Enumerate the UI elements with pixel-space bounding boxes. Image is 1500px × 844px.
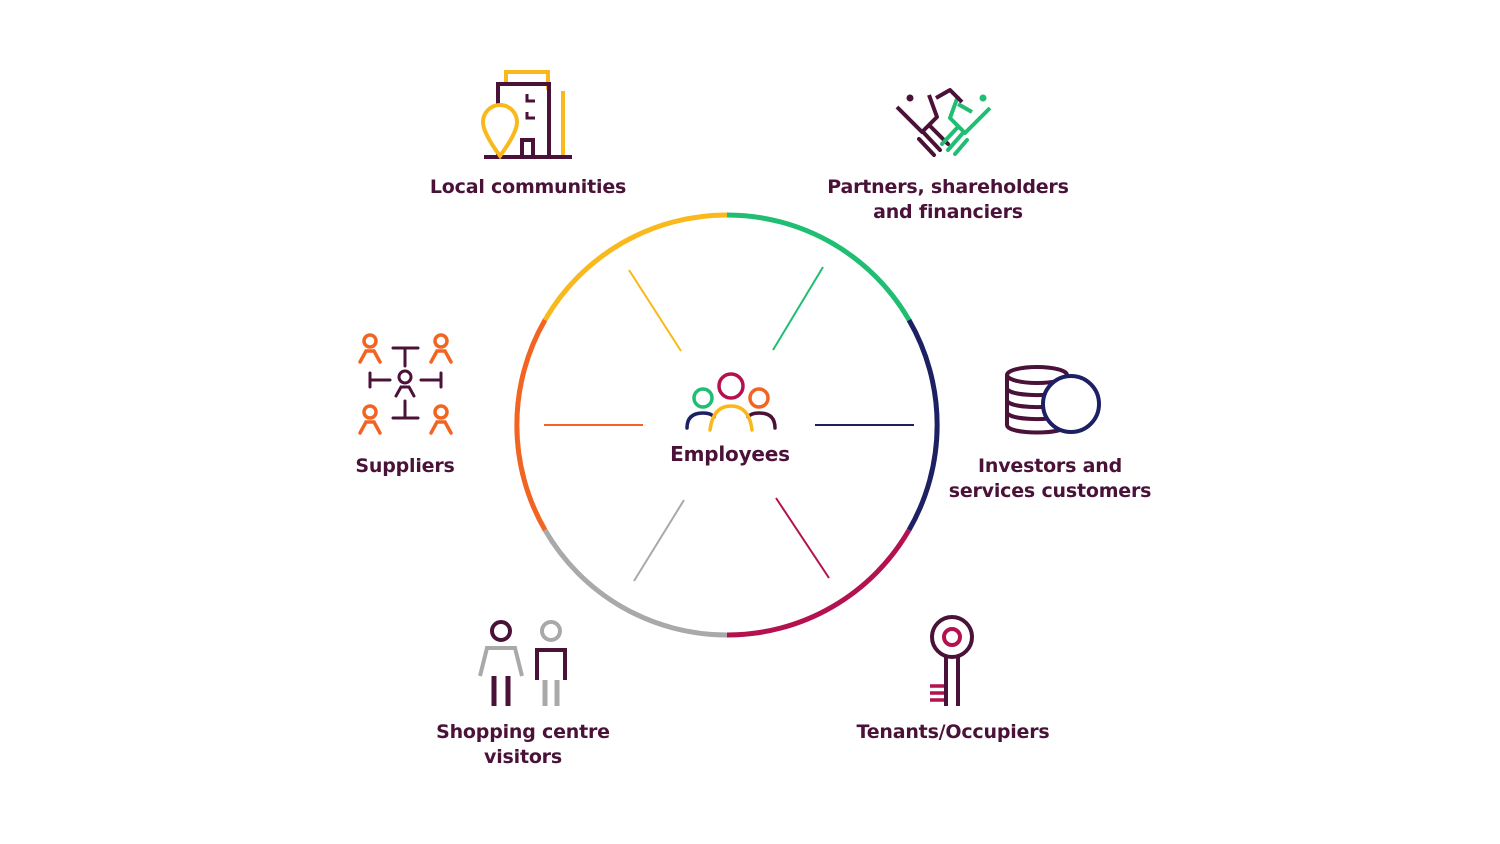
stakeholder-ring <box>514 212 940 638</box>
coins-icon <box>1005 365 1101 435</box>
label-visitors: Shopping centre visitors <box>413 720 633 770</box>
investors-line-1: Investors and <box>978 455 1122 477</box>
shoppers-icon <box>478 620 567 706</box>
supplier-network-icon <box>358 333 453 435</box>
spoke-partners <box>772 266 824 351</box>
spoke-tenants <box>775 497 830 579</box>
partners-line-1: Partners, shareholders <box>827 176 1069 198</box>
ring-segment-navy <box>906 318 940 532</box>
partners-line-2: and financiers <box>873 201 1023 223</box>
employees-icon <box>685 372 777 432</box>
building-location-icon <box>480 70 572 160</box>
spoke-local-communities <box>628 269 682 352</box>
ring-segment-crimson <box>726 528 912 638</box>
label-partners: Partners, shareholders and financiers <box>808 175 1088 225</box>
suppliers-line-1: Suppliers <box>355 455 455 477</box>
visitors-line-2: visitors <box>484 746 562 768</box>
label-local-communities: Local communities <box>398 175 658 200</box>
handshake-icon <box>895 88 992 157</box>
ring-segment-grey <box>542 528 728 638</box>
label-tenants: Tenants/Occupiers <box>833 720 1073 745</box>
ring-segment-orange <box>514 318 548 532</box>
local-communities-line-1: Local communities <box>429 176 627 198</box>
visitors-line-1: Shopping centre <box>436 721 610 743</box>
ring-segment-green <box>726 212 912 322</box>
label-employees: Employees <box>630 442 830 467</box>
spokes <box>544 266 914 582</box>
key-icon <box>930 615 974 706</box>
spoke-visitors <box>633 499 685 582</box>
employees-label-text: Employees <box>670 442 790 466</box>
investors-line-2: services customers <box>948 480 1152 502</box>
ring-segment-yellow <box>542 212 728 322</box>
label-suppliers: Suppliers <box>330 454 480 479</box>
label-investors: Investors and services customers <box>930 454 1170 504</box>
tenants-line-1: Tenants/Occupiers <box>856 721 1050 743</box>
